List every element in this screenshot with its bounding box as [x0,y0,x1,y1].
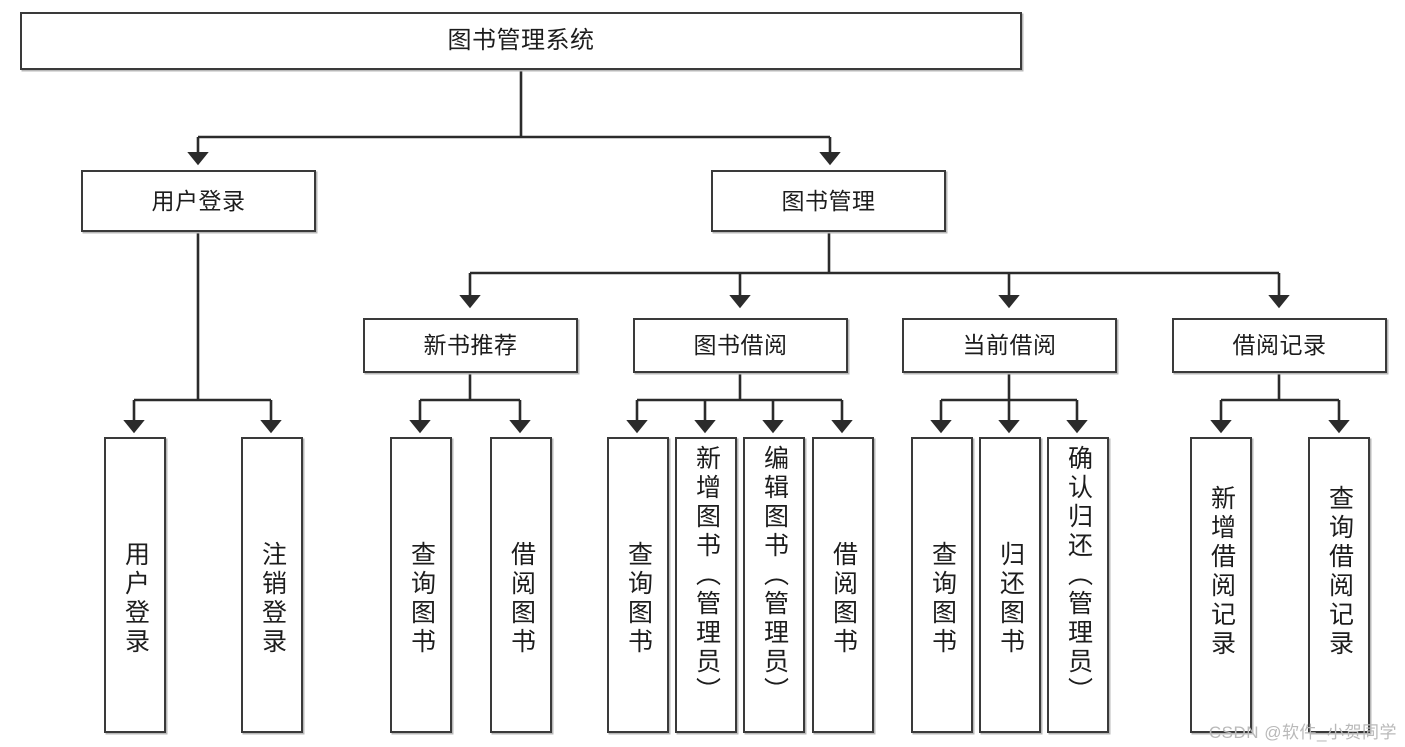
leaf-current-borrow-query-books[interactable]: 查询图书 [911,437,973,733]
node-root-book-management-system[interactable]: 图书管理系统 [20,12,1022,70]
node-label: 确认归还（管理员） [1064,445,1093,706]
node-label: 查询图书 [928,541,957,657]
node-user-login[interactable]: 用户登录 [81,170,316,232]
csdn-watermark: CSDN @软件_小贺同学 [1208,723,1397,742]
leaf-current-borrow-confirm-return-admin[interactable]: 确认归还（管理员） [1047,437,1109,733]
node-label: 借阅记录 [1232,332,1327,359]
leaf-borrow-record-add-record[interactable]: 新增借阅记录 [1190,437,1252,733]
leaf-borrow-record-query-record[interactable]: 查询借阅记录 [1308,437,1370,733]
node-label: 查询借阅记录 [1325,485,1354,659]
node-borrow-record[interactable]: 借阅记录 [1172,318,1387,373]
node-book-borrow[interactable]: 图书借阅 [633,318,848,373]
leaf-book-borrow-edit-book-admin[interactable]: 编辑图书（管理员） [743,437,805,733]
node-label: 图书管理 [781,187,876,214]
leaf-user-login-logout[interactable]: 注销登录 [241,437,303,733]
node-book-management[interactable]: 图书管理 [711,170,946,232]
node-label: 查询图书 [624,541,653,657]
node-current-borrow[interactable]: 当前借阅 [902,318,1117,373]
node-new-book-recommend[interactable]: 新书推荐 [363,318,578,373]
node-label: 新增借阅记录 [1207,485,1236,659]
leaf-new-book-query-books[interactable]: 查询图书 [390,437,452,733]
node-label: 用户登录 [151,187,246,214]
node-label: 当前借阅 [962,332,1057,359]
node-label: 编辑图书（管理员） [760,445,789,706]
leaf-book-borrow-borrow-books[interactable]: 借阅图书 [812,437,874,733]
node-label: 图书管理系统 [447,27,595,55]
leaf-user-login-login[interactable]: 用户登录 [104,437,166,733]
node-label: 借阅图书 [507,541,536,657]
node-label: 归还图书 [996,541,1025,657]
leaf-new-book-borrow-books[interactable]: 借阅图书 [490,437,552,733]
leaf-current-borrow-return-books[interactable]: 归还图书 [979,437,1041,733]
node-label: 用户登录 [121,541,150,657]
node-label: 注销登录 [258,541,287,657]
leaf-book-borrow-query-books[interactable]: 查询图书 [607,437,669,733]
node-label: 新增图书（管理员） [692,445,721,706]
node-label: 借阅图书 [829,541,858,657]
node-label: 查询图书 [407,541,436,657]
node-label: 图书借阅 [693,332,788,359]
node-label: 新书推荐 [423,332,518,359]
leaf-book-borrow-add-book-admin[interactable]: 新增图书（管理员） [675,437,737,733]
